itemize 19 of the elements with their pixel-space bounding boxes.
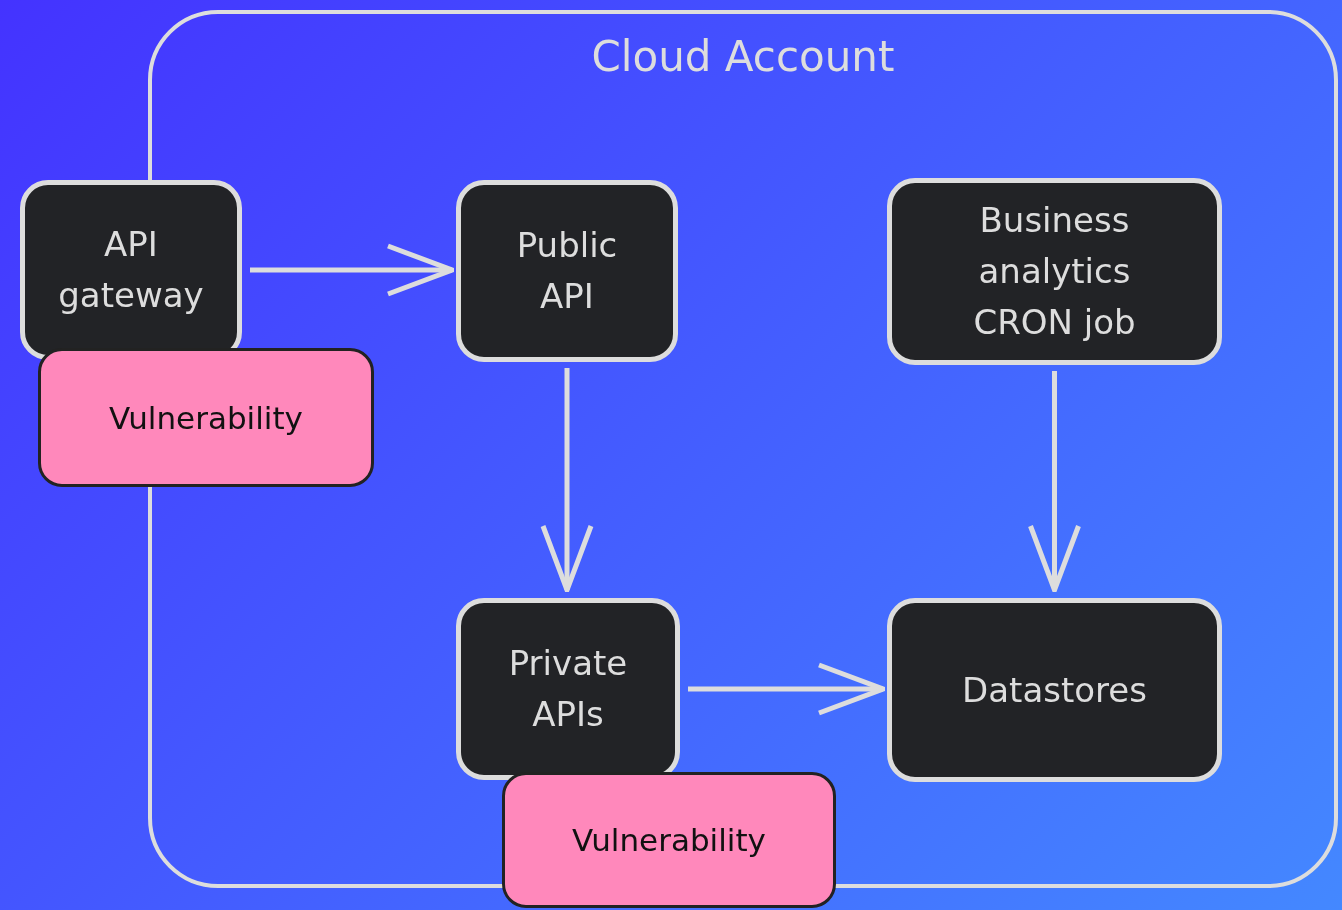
- service-box: [887, 178, 1222, 365]
- vulnerability-box: [502, 772, 836, 908]
- service-box: [456, 598, 680, 780]
- box-label: Private APIs: [507, 642, 629, 736]
- arrow: [688, 662, 886, 716]
- box-label: Public API: [515, 224, 619, 318]
- box-label: Vulnerability: [572, 822, 766, 858]
- boundary-title: Cloud Account: [591, 32, 895, 81]
- vulnerability-box: [38, 348, 374, 487]
- arrow: [540, 368, 594, 593]
- box-label: Vulnerability: [109, 399, 303, 436]
- service-box: [456, 180, 678, 362]
- service-box: [20, 180, 242, 360]
- box-label: Datastores: [961, 668, 1148, 712]
- box-label: Business analytics CRON job: [972, 199, 1137, 344]
- arrow: [1028, 371, 1081, 593]
- box-label: API gateway: [57, 223, 205, 317]
- service-box: [887, 598, 1222, 782]
- arrow: [250, 243, 455, 297]
